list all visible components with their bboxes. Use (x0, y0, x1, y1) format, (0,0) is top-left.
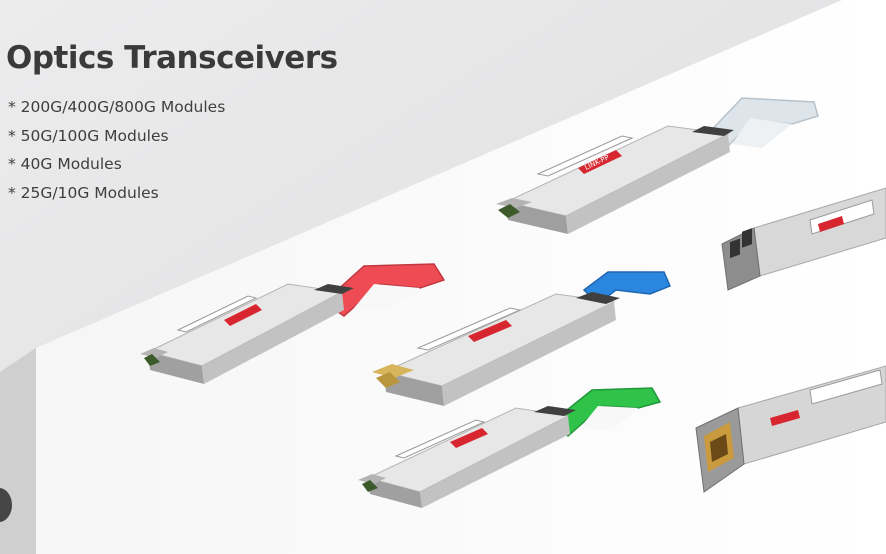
transceiver-module-red-tab (140, 263, 446, 384)
feature-item: * 40G Modules (8, 155, 122, 173)
banner-title: Optics Transceivers (6, 40, 338, 76)
transceiver-module-rj45 (695, 365, 886, 493)
feature-item: * 50G/100G Modules (8, 126, 169, 145)
transceiver-module-green-tab (358, 387, 662, 508)
transceiver-module-sfp-lc (721, 187, 886, 291)
feature-item: * 25G/10G Modules (8, 183, 159, 202)
transceiver-module-blue-tab (372, 271, 671, 406)
feature-item: * 200G/400G/800G Modules (8, 98, 226, 116)
feature-list: * 200G/400G/800G Modules * 50G/100G Modu… (8, 93, 225, 207)
carousel-nav-dot[interactable] (0, 488, 12, 522)
transceiver-module-white-tab: LINK-PP (496, 97, 819, 234)
